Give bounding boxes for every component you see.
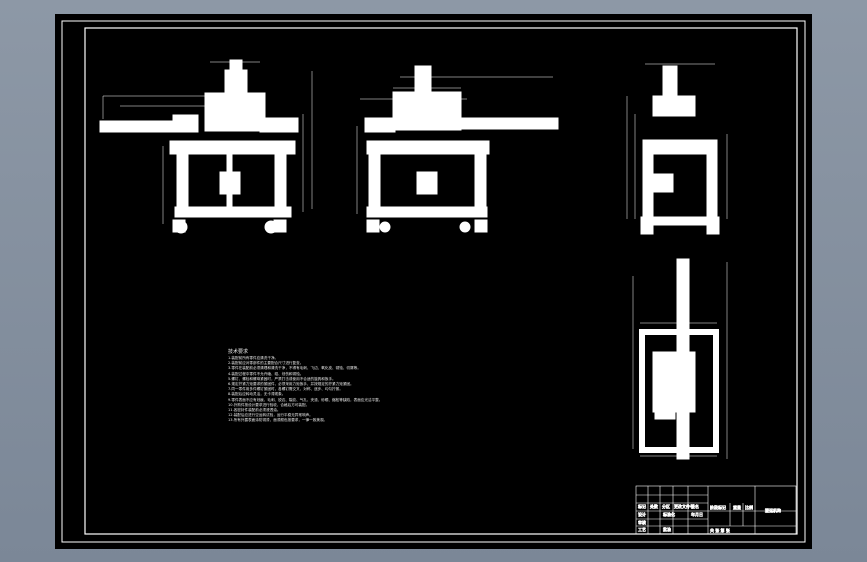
end-view-left-foot [640,223,654,235]
end-view-dimensions [626,63,728,219]
title-block-cell: 年月日 [691,511,703,517]
inner-frame [84,27,798,535]
drawing-name: 搬运机构 [765,507,781,513]
title-block-cell: 处数 [650,503,658,509]
top-view-motor [654,388,676,420]
side-view-left-wheel [379,221,391,233]
side-view-right-arm [449,117,559,130]
cad-drawing: 搬运机构 阶段标记 重量 比例 共 张 第 张 标记 处数 分区 更改文件号 签… [61,20,806,543]
title-block: 搬运机构 阶段标记 重量 比例 共 张 第 张 标记 处数 分区 更改文件号 签… [635,485,797,535]
technical-requirements: 技术要求 1.装配前所有零件应清洗干净。 2.装配前应对零部件的主要配合尺寸进行… [228,348,382,424]
title-block-cell: 更改文件号 [674,503,694,509]
requirement-item: 7.同一零件用多件螺钉紧固时，各螺钉需交叉、对称、逐步、均匀拧紧。 [228,387,343,392]
side-view-left-bracket [364,117,396,133]
title-block-cell: 重量 [733,504,741,510]
front-view-head [204,92,266,132]
side-view-dimensions [356,76,553,214]
side-view-top-beam [366,140,490,155]
drawing-sheet: 搬运机构 阶段标记 重量 比例 共 张 第 张 标记 处数 分区 更改文件号 签… [55,14,812,549]
requirement-item: 13.所有外露表面涂防锈漆，面漆颜色按要求，一律一致美观。 [228,418,328,423]
title-block-cell: 批准 [663,526,671,532]
title-block-cell: 设计 [638,511,646,517]
front-view-right-leg [274,151,287,213]
end-view-base-rail [640,216,720,226]
front-view-motor [219,171,241,195]
end-view-right-leg [706,151,718,218]
title-block-cell: 分区 [662,503,670,509]
requirement-item: 8.装配后应转动灵活，无卡滞现象。 [228,392,286,397]
side-view-base-rail [366,206,488,218]
end-view-top-beam [642,139,718,155]
top-view [632,258,728,460]
title-block-cell: 审核 [638,519,646,525]
side-view [356,65,559,233]
requirement-item: 2.装配前应对零部件的主要配合尺寸进行复查。 [228,361,304,366]
outer-border [61,20,806,543]
title-block-cell: 标准化 [663,511,675,517]
front-view [99,59,313,234]
requirement-item: 10.外购件按设计要求进行验收，合格后方可装配。 [228,402,310,407]
title-block-cell: 阶段标记 [710,504,726,510]
side-view-right-foot [474,219,488,233]
side-view-left-foot [366,219,380,233]
side-view-head [392,91,462,131]
title-block-cell: 标记 [638,503,646,509]
requirement-item: 4.装配过程中零件不允许磕、碰、划伤和锈蚀。 [228,371,304,376]
side-view-right-leg [474,151,487,213]
end-view-right-foot [706,223,720,235]
side-view-left-leg [368,151,381,213]
requirement-item: 11.各密封件装配前必须浸透油。 [228,408,281,413]
front-view-left-leg [176,151,189,213]
end-view-motor [652,173,674,193]
technical-requirements-title: 技术要求 [228,349,249,355]
requirement-item: 12.装配后应进行空运转试验，运行平稳无异常响声。 [228,413,313,418]
requirement-item: 5.螺钉、螺栓和螺母紧固时，严禁打击或使用不合适的旋具和扳手。 [228,376,336,381]
requirement-item: 6.规定拧紧力矩要求的紧固件，必须采用力矩扳手，并按规定的拧紧力矩紧固。 [228,382,354,387]
requirement-item: 1.装配前所有零件应清洗干净。 [228,356,279,360]
front-view-base-rail [174,206,292,218]
requirement-item: 9.零件表面不应有划痕、毛刺、锐边、裂纹、气孔、夹渣、砂眼、缩松等缺陷，表面应光… [228,397,383,402]
front-view-right-bracket [259,117,299,133]
top-view-dimensions [632,262,728,459]
title-block-cell: 工艺 [638,527,646,532]
front-view-right-foot [273,219,287,233]
title-block-cell: 比例 [745,504,753,510]
side-view-column [414,65,432,97]
end-view-left-leg [642,151,654,218]
front-view-left-foot [172,219,186,233]
title-block-cell: 签名 [691,503,699,509]
title-block-cell: 共 张 第 张 [710,527,730,533]
front-view-dimensions [102,61,313,224]
front-view-column [224,69,248,99]
end-view-head [652,95,696,117]
front-view-arm-joint [172,114,199,133]
front-view-top-block [229,59,243,73]
side-view-motor [416,171,438,195]
side-view-right-wheel [459,221,471,233]
end-view [626,63,728,235]
requirement-item: 3.零件在装配前必须清理和清洗干净，不得有毛刺、飞边、氧化皮、锈蚀、切屑等。 [228,366,361,371]
